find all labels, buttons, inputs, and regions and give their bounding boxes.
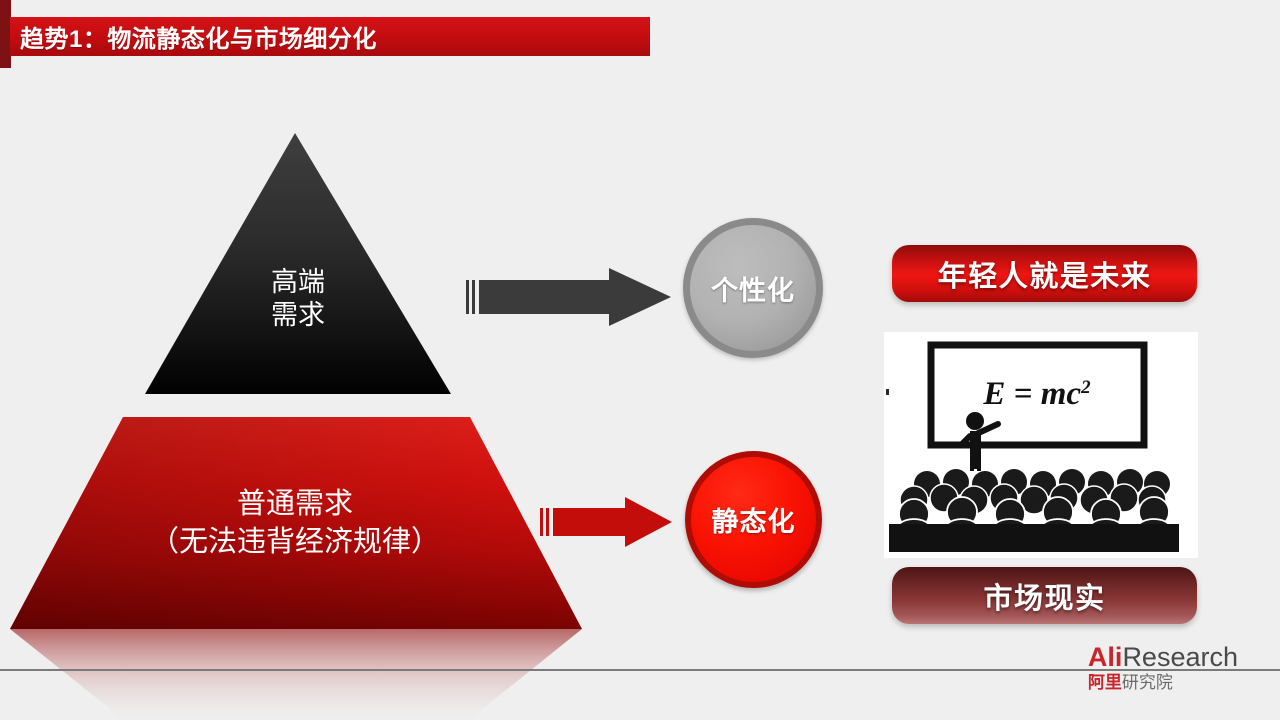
arrow-to-personalization <box>466 268 674 326</box>
logo-cn-research-text: 研究院 <box>1121 673 1173 692</box>
pyramid-top-tier: 高端 需求 <box>143 131 453 396</box>
pill-market-reality-label: 市场现实 <box>983 582 1106 615</box>
circle-staticization[interactable]: 静态化 <box>685 451 822 588</box>
logo-chinese: 阿里研究院 <box>1088 674 1238 691</box>
pill-youth-future-label: 年轻人就是未来 <box>937 260 1152 293</box>
circle-personalization-label: 个性化 <box>711 275 795 306</box>
pyramid-base-tier: 普通需求 （无法违背经济规律） <box>4 415 586 631</box>
logo-ali-text: Ali <box>1087 642 1123 672</box>
title-bar: 趋势1：物流静态化与市场细分化 <box>10 17 650 56</box>
logo-cn-ali-text: 阿里 <box>1087 673 1122 692</box>
circle-staticization-label: 静态化 <box>711 507 796 537</box>
logo-research-text: Research <box>1122 642 1238 672</box>
footer-divider <box>0 669 1280 671</box>
circle-personalization[interactable]: 个性化 <box>683 218 823 358</box>
logo-english: AliResearch <box>1088 644 1238 671</box>
title-accent-bar <box>0 0 11 68</box>
board-equation-text: E = mc2 <box>982 376 1091 412</box>
arrow-to-staticization <box>540 497 674 547</box>
page-title: 趋势1：物流静态化与市场细分化 <box>20 26 377 53</box>
pill-youth-future[interactable]: 年轻人就是未来 <box>892 245 1197 302</box>
pill-market-reality[interactable]: 市场现实 <box>892 567 1197 624</box>
lecture-hall-illustration: E = mc2 <box>884 332 1198 558</box>
pyramid-reflection <box>4 629 586 720</box>
ali-research-logo: AliResearch 阿里研究院 <box>1088 644 1238 692</box>
